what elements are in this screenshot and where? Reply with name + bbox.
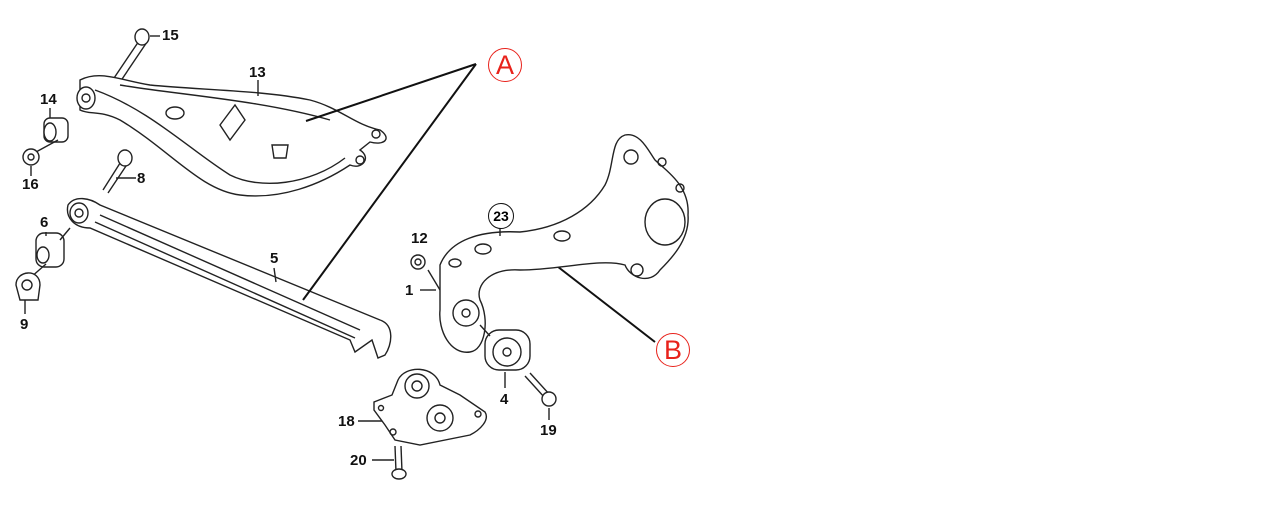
part-label-16: 16 <box>22 176 39 193</box>
part-label-5: 5 <box>270 250 279 267</box>
trailing-arm-1-shape <box>420 134 689 353</box>
upper-arm-13-shape <box>76 75 387 197</box>
part-label-15: 15 <box>162 27 179 44</box>
callout-b: B <box>656 333 690 367</box>
part-label-9: 9 <box>20 316 29 333</box>
part-label-20: 20 <box>350 452 367 469</box>
part-label-13: 13 <box>249 64 266 81</box>
part-label-18: 18 <box>338 413 355 430</box>
callout-b-line <box>552 262 656 343</box>
bracket-18-shape <box>373 368 487 446</box>
bushing-4-shape <box>484 329 531 371</box>
lower-arm-5-shape <box>66 197 392 359</box>
part-label-14: 14 <box>40 91 57 108</box>
callout-a-lines <box>302 63 477 301</box>
bushing-6-shape <box>35 232 65 268</box>
bolt-8-shape <box>102 149 136 194</box>
callout-a: A <box>488 48 522 82</box>
bolt-19-shape <box>524 372 557 407</box>
part-label-12: 12 <box>411 230 428 247</box>
nut-12-shape <box>410 254 426 270</box>
part-label-8: 8 <box>137 170 146 187</box>
bolt-20-shape <box>391 445 407 480</box>
bushing-9-shape <box>15 272 41 301</box>
part-label-19: 19 <box>540 422 557 439</box>
nut-16-shape <box>22 148 40 166</box>
part-label-23: 23 <box>488 203 514 229</box>
part-label-6: 6 <box>40 214 49 231</box>
part-label-1: 1 <box>405 282 414 299</box>
bushing-14-shape <box>43 117 69 143</box>
part-label-4: 4 <box>500 391 509 408</box>
